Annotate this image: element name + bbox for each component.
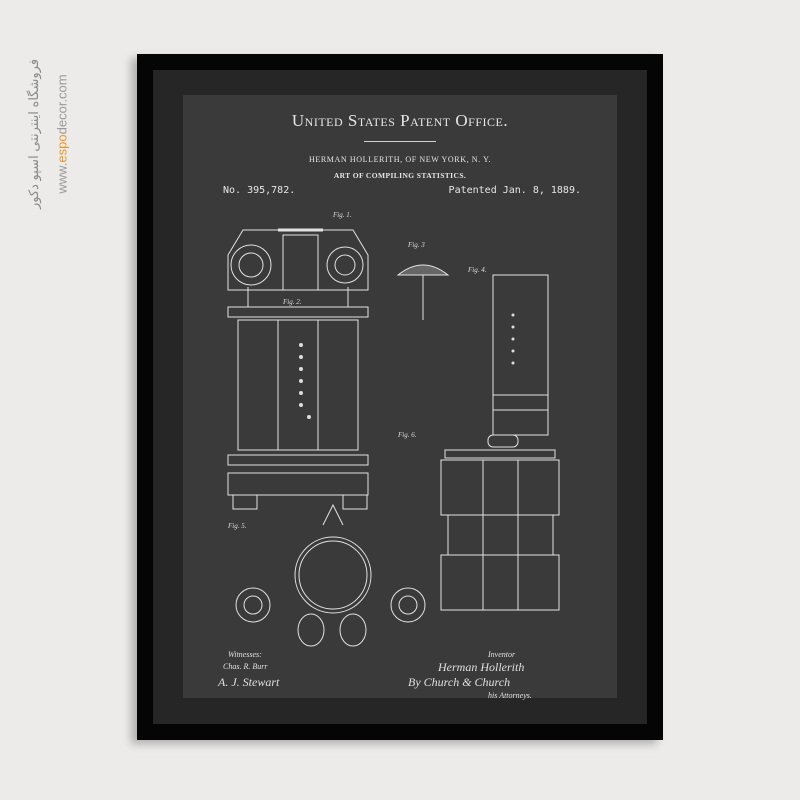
figure-6-label: Fig. 6. xyxy=(397,431,417,439)
watermark-url: www.espodecor.com xyxy=(54,74,70,194)
figure-5-label: Fig. 5. xyxy=(227,522,247,530)
inventor-signature: Herman Hollerith xyxy=(438,660,525,674)
picture-frame: United States Patent Office. HERMAN HOLL… xyxy=(137,54,663,740)
patent-number: No. 395,782. xyxy=(223,185,296,196)
witness-1-signature: Chas. R. Burr xyxy=(223,662,268,671)
figure-2-label: Fig. 2. xyxy=(282,298,302,306)
figure-1-label: Fig. 1. xyxy=(332,211,352,219)
figure-6-drawing xyxy=(440,434,560,611)
witnesses-label: Witnesses: xyxy=(228,650,262,659)
figure-5-drawing xyxy=(235,503,426,647)
attorneys-label: his Attorneys. xyxy=(488,691,532,700)
watermark: فروشگاه اینترنتی اسپو دکور www.espodecor… xyxy=(22,50,82,250)
figure-3-drawing xyxy=(396,264,450,320)
witness-2-signature: A. J. Stewart xyxy=(218,675,280,689)
title-divider xyxy=(364,141,436,142)
inventor-line: HERMAN HOLLERITH, OF NEW YORK, N. Y. xyxy=(308,155,492,164)
attorneys-signature: By Church & Church xyxy=(408,675,511,689)
figure-4-label: Fig. 4. xyxy=(467,266,487,274)
patent-poster: United States Patent Office. HERMAN HOLL… xyxy=(183,95,617,700)
figure-1-drawing xyxy=(227,228,369,291)
figure-2-drawing xyxy=(227,287,369,510)
frame-mat: United States Patent Office. HERMAN HOLL… xyxy=(153,70,647,724)
figure-4-drawing xyxy=(492,274,549,436)
watermark-persian: فروشگاه اینترنتی اسپو دکور xyxy=(26,58,41,210)
figure-3-label: Fig. 3 xyxy=(407,241,425,249)
inventor-label: Inventor xyxy=(488,650,516,659)
subject-line: ART OF COMPILING STATISTICS. xyxy=(333,171,467,180)
patent-date: Patented Jan. 8, 1889. xyxy=(448,185,581,196)
poster-title: United States Patent Office. xyxy=(291,111,509,130)
patent-drawings: Fig. 1. Fig. 2. Fig. 3 Fig. 4. Fig. 5. F… xyxy=(227,211,560,647)
